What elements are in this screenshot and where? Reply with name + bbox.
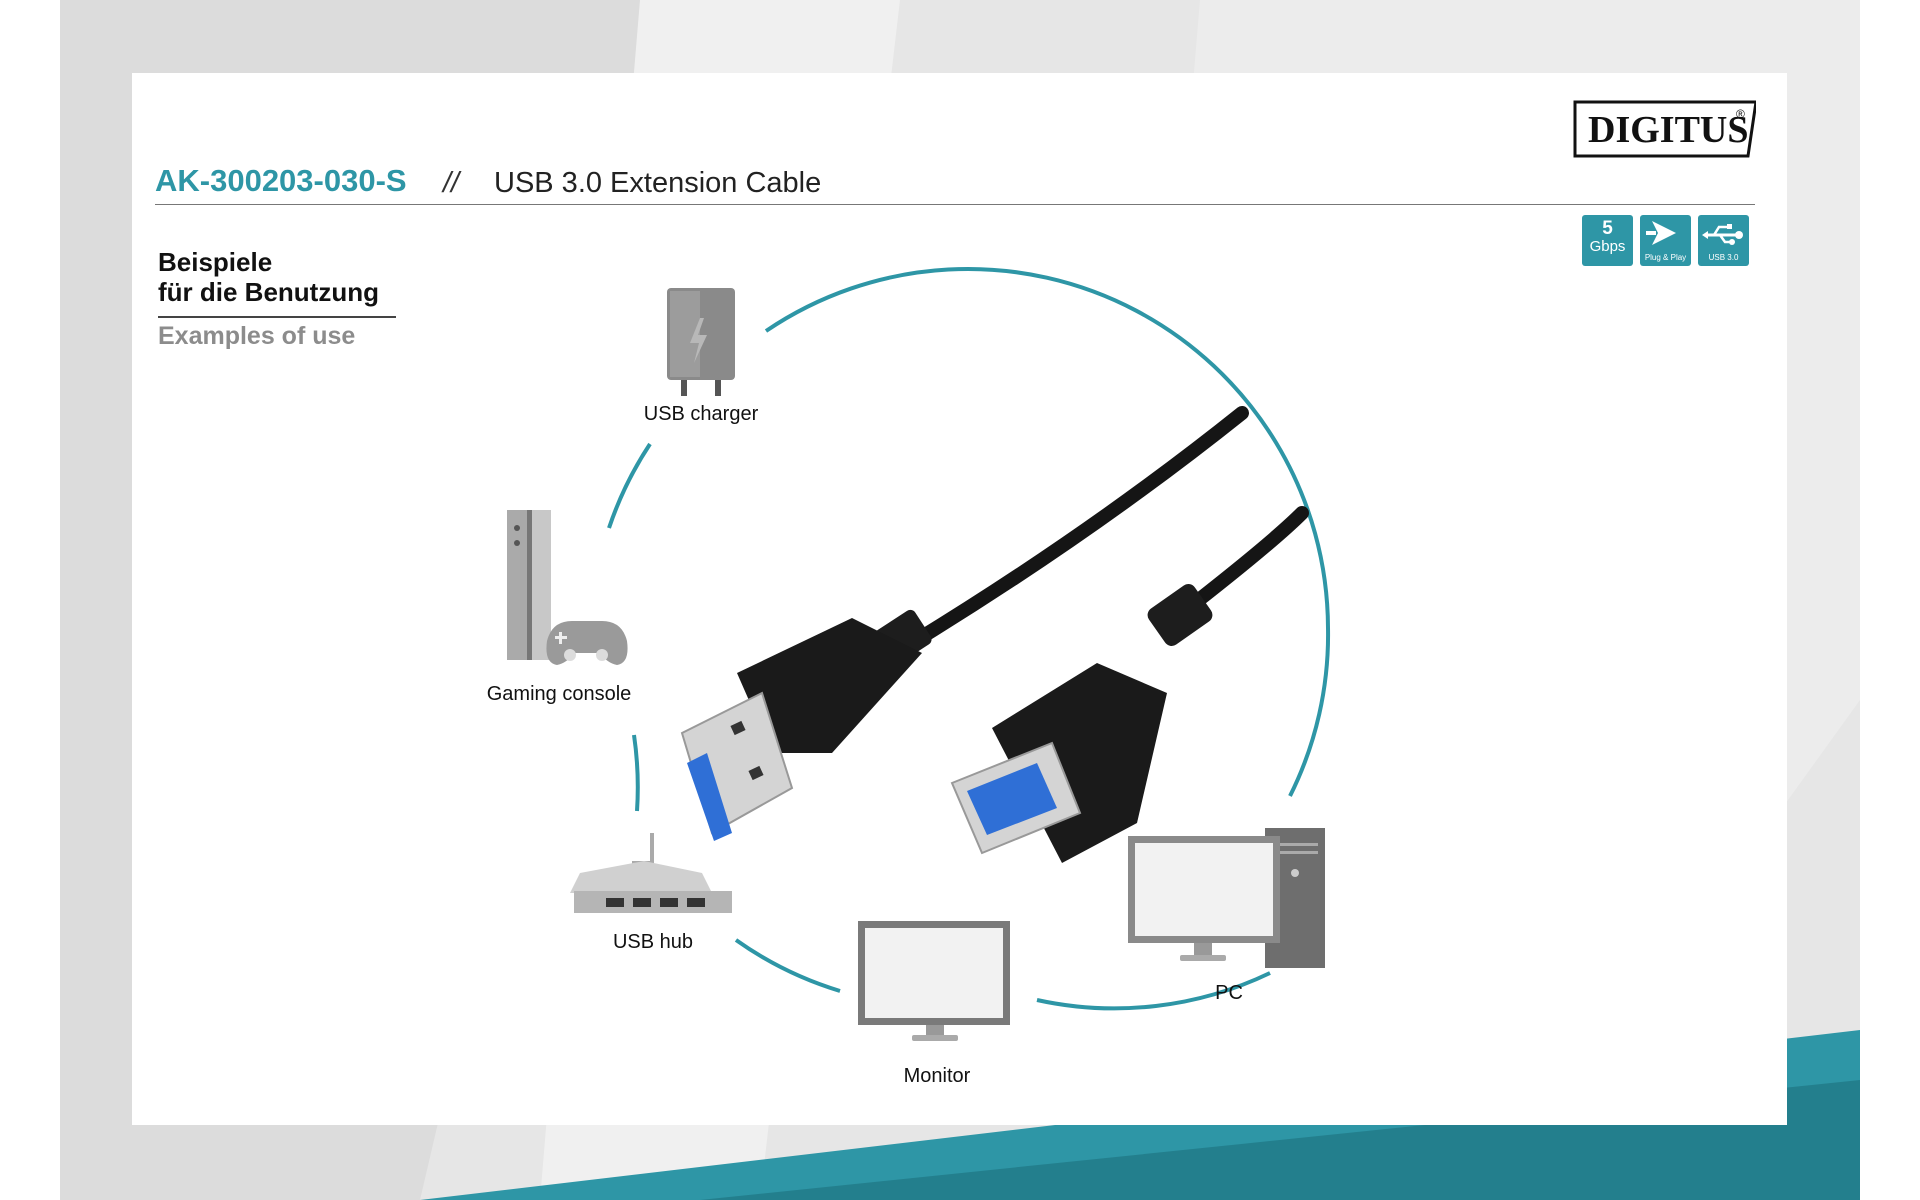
usb-charger-icon (667, 288, 735, 396)
product-code: AK-300203-030-S (155, 163, 407, 198)
badge-speed-value: 5 (1602, 218, 1613, 239)
heading-divider (158, 316, 396, 318)
male-usb-blue-insert (687, 753, 732, 841)
female-connector-body (992, 663, 1167, 863)
product-card: DIGITUS ® AK-300203-030-S // USB 3.0 Ext… (132, 73, 1787, 1125)
label-usb-charger: USB charger (643, 403, 759, 425)
label-usb-hub: USB hub (612, 931, 694, 953)
usage-diagram (507, 267, 1331, 1041)
badge-usb3-caption: USB 3.0 (1708, 253, 1739, 262)
product-title: USB 3.0 Extension Cable (494, 167, 822, 199)
usb-icon (1702, 224, 1743, 245)
badge-usb3: USB 3.0 (1698, 215, 1749, 266)
male-connector-body (737, 618, 922, 753)
label-monitor: Monitor (903, 1065, 971, 1087)
logo-text: DIGITUS (1588, 109, 1749, 151)
female-usb-blue-insert (967, 763, 1057, 835)
title-separator: // (443, 167, 460, 199)
badge-5gbps: 5 Gbps (1582, 215, 1633, 266)
plug-and-play-icon (1646, 221, 1676, 245)
badge-speed-unit: Gbps (1589, 238, 1626, 255)
section-heading-german: Beispiele für die Benutzung (158, 247, 418, 307)
usb-hub-icon (570, 833, 732, 913)
svg-text:®: ® (1736, 107, 1745, 121)
monitor-icon (858, 921, 1010, 1041)
heading-de-line1: Beispiele (158, 247, 273, 277)
pc-icon (1128, 828, 1325, 968)
badge-plug-and-play-caption: Plug & Play (1644, 253, 1687, 262)
gaming-console-icon (507, 510, 628, 665)
label-pc: PC (1215, 982, 1243, 1004)
female-strain-relief (1147, 584, 1213, 646)
section-heading-english: Examples of use (158, 322, 356, 350)
badge-plug-and-play: Plug & Play (1640, 215, 1691, 266)
heading-de-line2: für die Benutzung (158, 277, 379, 307)
digitus-logo: DIGITUS ® (1573, 100, 1756, 158)
title-divider (155, 204, 1755, 205)
usb-extension-cable (680, 406, 1309, 863)
label-gaming-console: Gaming console (486, 683, 632, 705)
